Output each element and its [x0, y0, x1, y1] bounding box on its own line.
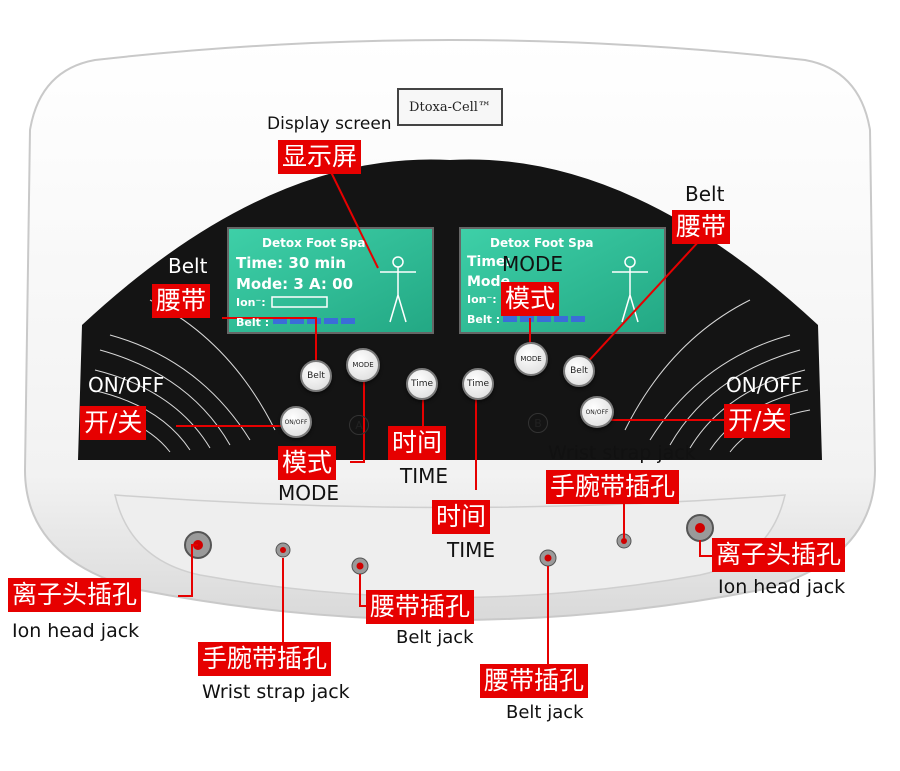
display-screen-label: Display screen: [267, 114, 392, 134]
time-a-caption: 时间: [388, 426, 447, 460]
time-b-label: TIME: [447, 538, 496, 562]
screen-b-mode: Mode: [467, 274, 511, 290]
time-button-a[interactable]: Time: [406, 368, 438, 400]
screen-a-title: Detox Foot Spa: [262, 236, 366, 250]
belt-right-caption: 腰带: [672, 210, 731, 244]
belt-button-b-label: Belt: [570, 366, 588, 376]
brand-badge: Dtoxa-Cell™: [397, 88, 503, 126]
display-screen-caption: 显示屏: [278, 140, 362, 174]
onoff-button-a[interactable]: ON/OFF: [280, 406, 312, 438]
wrist-right-caption: 手腕带插孔: [546, 470, 680, 504]
screen-a-time: Time: 30 min: [236, 254, 346, 272]
screen-b-title: Detox Foot Spa: [490, 236, 594, 250]
ion-left-label: Ion head jack: [12, 620, 140, 642]
belt-left-label: Belt: [168, 254, 208, 278]
belt-jack-right-label: Belt jack: [506, 702, 584, 723]
wrist-left-label: Wrist strap jack: [202, 681, 350, 703]
onoff-left-caption: 开/关: [80, 406, 147, 440]
brand-name: Dtoxa-Cell™: [409, 99, 491, 115]
screen-b-ion: Ion⁻:: [467, 293, 497, 306]
belt-jack-left-label: Belt jack: [396, 627, 474, 648]
screen-b-time: Time:: [467, 254, 512, 270]
belt-jack-right-caption: 腰带插孔: [480, 664, 589, 698]
screen-a-ion: Ion⁻:: [236, 296, 266, 309]
belt-right-label: Belt: [685, 182, 725, 206]
wrist-right-label: Wrist strap jack: [548, 442, 696, 464]
mode-left-caption: 模式: [278, 446, 337, 480]
time-a-label: TIME: [400, 464, 449, 488]
time-button-b[interactable]: Time: [462, 368, 494, 400]
ion-right-caption: 离子头插孔: [712, 538, 846, 572]
onoff-button-b-label: ON/OFF: [585, 408, 609, 416]
screen-a-mode: Mode: 3 A: 00: [236, 275, 354, 293]
mode-button-b[interactable]: MODE: [514, 342, 548, 376]
onoff-left-label: ON/OFF: [88, 373, 165, 397]
onoff-button-a-label: ON/OFF: [284, 418, 308, 426]
time-button-a-label: Time: [410, 379, 434, 389]
onoff-right-label: ON/OFF: [726, 373, 803, 397]
mode-left-label: MODE: [278, 481, 340, 505]
belt-button-a[interactable]: Belt: [300, 360, 332, 392]
onoff-button-b[interactable]: ON/OFF: [580, 396, 614, 428]
mode-right-caption: 模式: [501, 282, 560, 316]
channel-b-label: B: [528, 413, 548, 433]
channel-a-label: A: [349, 415, 369, 435]
time-b-caption: 时间: [432, 500, 491, 534]
ion-right-label: Ion head jack: [718, 576, 846, 598]
ion-left-caption: 离子头插孔: [8, 578, 142, 612]
belt-button-a-label: Belt: [307, 371, 325, 381]
belt-jack-left-caption: 腰带插孔: [366, 590, 475, 624]
mode-button-a[interactable]: MODE: [346, 348, 380, 382]
mode-right-label: MODE: [502, 252, 564, 276]
belt-left-caption: 腰带: [152, 284, 211, 318]
onoff-right-caption: 开/关: [724, 404, 791, 438]
screen-a-belt: Belt :: [236, 316, 270, 329]
wrist-left-caption: 手腕带插孔: [198, 642, 332, 676]
screen-b-belt: Belt :: [467, 313, 501, 326]
time-button-b-label: Time: [466, 379, 490, 389]
mode-button-b-label: MODE: [520, 355, 542, 363]
mode-button-a-label: MODE: [352, 361, 374, 369]
belt-button-b[interactable]: Belt: [563, 355, 595, 387]
